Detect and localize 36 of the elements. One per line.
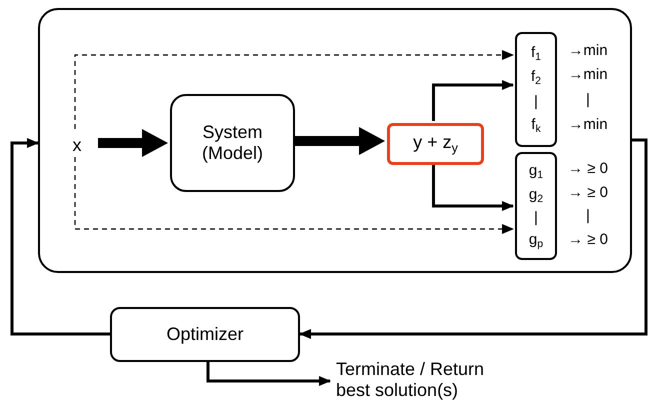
node-label: f$_{2}$ xyxy=(530,68,541,88)
objective-target-text: →min xyxy=(568,66,608,84)
node-label: g$_{1}$ xyxy=(528,162,544,182)
node-label: | xyxy=(534,209,538,226)
objective-target-text: → ≥ 0 xyxy=(568,160,608,178)
node-label: g$_{2}$ xyxy=(528,186,544,205)
arrow xyxy=(74,50,514,129)
arrow xyxy=(98,129,168,157)
system-boundary-box xyxy=(38,8,632,273)
objective-target-text: →min xyxy=(568,42,608,59)
node-label: g$_{p}$ xyxy=(528,230,544,250)
process-box xyxy=(170,94,295,192)
process-box xyxy=(515,32,557,147)
objective-target-text: → ≥ 0 xyxy=(568,230,608,248)
objective-target-text: →min xyxy=(568,116,608,134)
node-label: x xyxy=(72,134,82,156)
arrow xyxy=(74,157,514,234)
objective-target-text: | xyxy=(586,207,590,224)
objective-target-text: | xyxy=(586,91,590,109)
process-box xyxy=(387,123,484,165)
node-label: f$_{1}$ xyxy=(530,44,541,63)
arrow xyxy=(432,163,514,211)
node-label: System (Model) xyxy=(200,122,264,164)
node-label: Optimizer xyxy=(166,324,244,345)
node-label: Terminate / Return best solution(s) xyxy=(336,359,486,401)
node-label: y + z$_{y}$ xyxy=(413,132,458,156)
arrow xyxy=(10,138,110,336)
node-label: | xyxy=(534,93,538,111)
objective-target-text: → ≥ 0 xyxy=(568,184,608,201)
arrow xyxy=(206,362,331,386)
arrow xyxy=(432,80,514,121)
process-box xyxy=(515,152,557,260)
node-label: f$_{k}$ xyxy=(531,116,541,136)
arrow xyxy=(293,127,385,155)
process-box xyxy=(110,307,300,362)
arrow xyxy=(299,138,648,339)
